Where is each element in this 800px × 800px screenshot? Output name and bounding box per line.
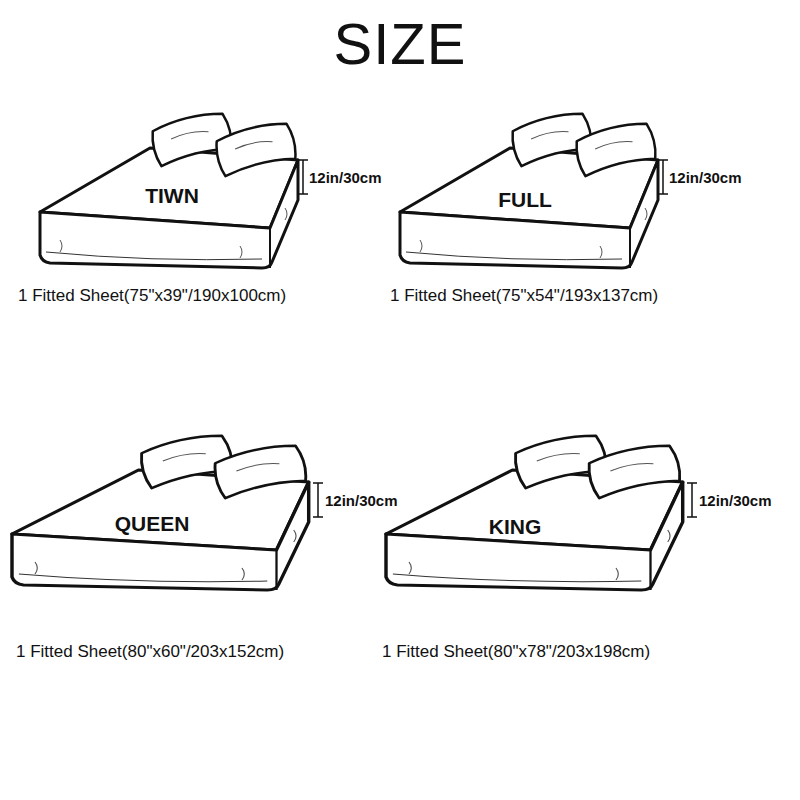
- size-label: QUEEN: [115, 512, 190, 535]
- bed-size-name: FULL: [494, 186, 556, 214]
- bed-size-name: TIWN: [141, 182, 203, 210]
- title-text: SIZE: [334, 10, 467, 77]
- twin-bed: [40, 109, 298, 268]
- height-dimension: 12in/30cm: [699, 492, 772, 509]
- height-dimension: 12in/30cm: [325, 492, 398, 509]
- sheet-size-caption: 1 Fitted Sheet(75"x39"/190x100cm): [18, 286, 286, 306]
- height-markers: [298, 160, 697, 517]
- sheet-size-caption: 1 Fitted Sheet(75"x54"/193x137cm): [390, 286, 658, 306]
- size-label: FULL: [498, 188, 552, 211]
- size-label: KING: [489, 515, 542, 538]
- size-label: TIWN: [145, 184, 199, 207]
- bed-size-name: KING: [485, 513, 546, 541]
- height-dimension: 12in/30cm: [669, 169, 742, 186]
- height-dimension: 12in/30cm: [309, 169, 382, 186]
- king-bed: [386, 431, 683, 590]
- sheet-size-caption: 1 Fitted Sheet(80"x78"/203x198cm): [382, 642, 650, 662]
- full-bed: [400, 109, 658, 268]
- queen-bed: [12, 431, 309, 590]
- sheet-size-caption: 1 Fitted Sheet(80"x60"/203x152cm): [16, 642, 284, 662]
- bed-size-name: QUEEN: [111, 510, 194, 538]
